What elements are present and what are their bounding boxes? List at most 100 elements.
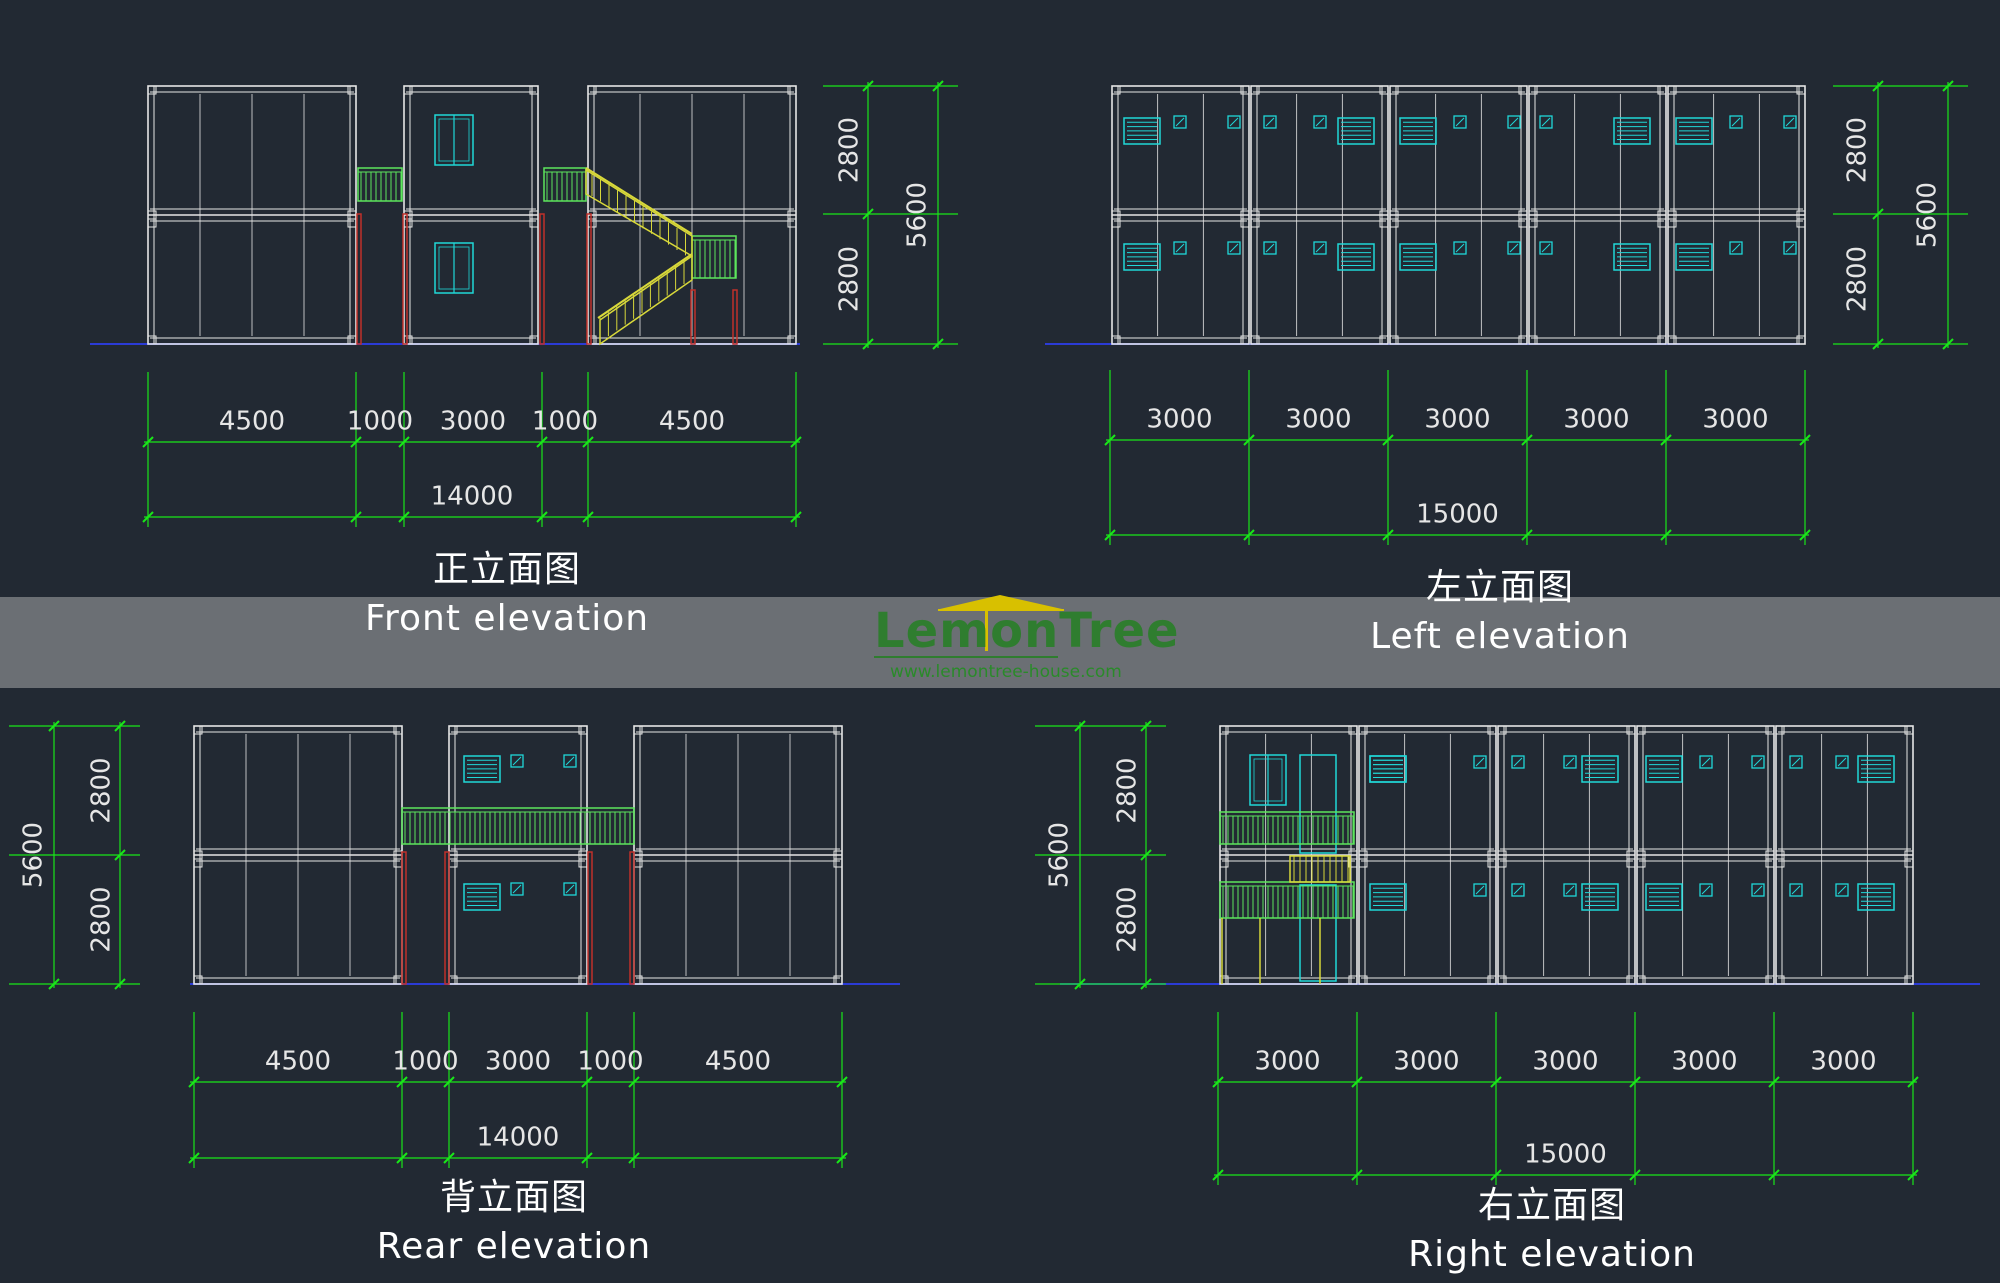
socket-mark — [1229, 117, 1239, 127]
corner-fitting — [578, 975, 588, 985]
dim-tick — [396, 1076, 408, 1088]
socket-frame — [1729, 115, 1743, 129]
socket-frame — [510, 882, 524, 896]
dim-tick — [48, 720, 60, 732]
dim-tick — [1768, 1169, 1780, 1181]
railing-frame — [1219, 811, 1355, 845]
balcony-railing — [1219, 811, 1355, 845]
corner-fitting — [1379, 85, 1389, 95]
dim-tick — [628, 1076, 640, 1088]
right-container-4 — [1775, 725, 1914, 985]
ac-socket-icon — [563, 754, 577, 768]
corner-fitting — [587, 85, 597, 95]
front-title-en: Front elevation — [364, 598, 650, 639]
vent-icon — [1581, 883, 1619, 911]
rear-height-label-lower: 2800 — [87, 886, 117, 952]
corner-fitting — [1379, 218, 1389, 228]
vent-frame — [1337, 243, 1375, 271]
corner-fitting — [1626, 725, 1636, 735]
socket-frame — [1729, 241, 1743, 255]
door-lower — [1299, 884, 1337, 982]
vent-icon — [1645, 755, 1683, 783]
socket-mark — [1701, 757, 1711, 767]
front-container-mid — [403, 85, 539, 345]
socket-mark — [1791, 757, 1801, 767]
vent-frame — [1369, 883, 1407, 911]
dim-tick — [1907, 1076, 1919, 1088]
ac-socket-icon — [1507, 241, 1521, 255]
logo-url: www.lemontree-house.com — [890, 662, 1122, 682]
corner-fitting — [147, 335, 157, 345]
corner-fitting — [529, 335, 539, 345]
corner-fitting — [1250, 85, 1260, 95]
ac-socket-icon — [1227, 115, 1241, 129]
corner-fitting — [1626, 858, 1636, 868]
corner-fitting — [1219, 725, 1229, 735]
corner-fitting — [1528, 218, 1538, 228]
vent-frame — [1645, 755, 1683, 783]
corner-fitting — [1667, 218, 1677, 228]
corner-fitting — [147, 85, 157, 95]
right-container-0 — [1219, 725, 1358, 985]
railing-frame — [1219, 881, 1355, 919]
ac-socket-icon — [1473, 883, 1487, 897]
ac-socket-icon — [1699, 883, 1713, 897]
socket-frame — [1699, 883, 1713, 897]
socket-frame — [510, 754, 524, 768]
dim-tick — [1351, 1076, 1363, 1088]
corner-fitting — [1487, 725, 1497, 735]
ac-socket-icon — [1539, 241, 1553, 255]
corner-fitting — [1219, 858, 1229, 868]
dim-tick — [1212, 1169, 1224, 1181]
corner-fitting — [448, 725, 458, 735]
ac-socket-icon — [1835, 883, 1849, 897]
socket-mark — [1785, 117, 1795, 127]
vent-frame — [1123, 243, 1161, 271]
front-dim-label-0: 4500 — [219, 407, 285, 437]
stair-handrail — [585, 167, 693, 235]
socket-frame — [1563, 755, 1577, 769]
lemontree-logo: LemonTree www.lemontree-house.com — [872, 593, 1179, 685]
corner-fitting — [1389, 218, 1399, 228]
rear-container-left — [193, 725, 403, 985]
ac-socket-icon — [510, 882, 524, 896]
vent-frame — [1581, 883, 1619, 911]
vent-icon — [463, 755, 501, 783]
corner-fitting — [1657, 85, 1667, 95]
vent-icon — [1337, 117, 1375, 145]
corner-fitting — [833, 858, 843, 868]
corner-fitting — [1636, 725, 1646, 735]
corner-fitting — [787, 85, 797, 95]
corner-fitting — [1358, 725, 1368, 735]
corner-fitting — [1389, 85, 1399, 95]
support-post — [587, 851, 593, 985]
corner-fitting — [347, 85, 357, 95]
vent-frame — [1399, 243, 1437, 271]
corner-fitting — [1250, 335, 1260, 345]
window-sash — [1253, 758, 1283, 802]
support-post — [690, 289, 696, 345]
right-container-2 — [1497, 725, 1636, 985]
left-height-label-upper: 2800 — [1843, 117, 1873, 183]
ac-socket-icon — [1173, 115, 1187, 129]
vent-frame — [463, 883, 501, 911]
vent-icon — [1399, 117, 1437, 145]
dim-tick — [1212, 1076, 1224, 1088]
right-title-en: Right elevation — [1408, 1234, 1696, 1275]
front-elevation-caption: 正立面图 Front elevation — [357, 540, 657, 639]
socket-mark — [1837, 757, 1847, 767]
corner-fitting — [1348, 975, 1358, 985]
socket-mark — [1785, 243, 1795, 253]
ac-socket-icon — [510, 754, 524, 768]
railing-frame — [691, 235, 737, 279]
vent-icon — [1123, 117, 1161, 145]
corner-fitting — [1348, 858, 1358, 868]
socket-frame — [1783, 241, 1797, 255]
corner-fitting — [1250, 218, 1260, 228]
front-dim-label-1: 1000 — [347, 407, 413, 437]
vent-frame — [1581, 755, 1619, 783]
corner-fitting — [578, 725, 588, 735]
vent-icon — [1369, 883, 1407, 911]
